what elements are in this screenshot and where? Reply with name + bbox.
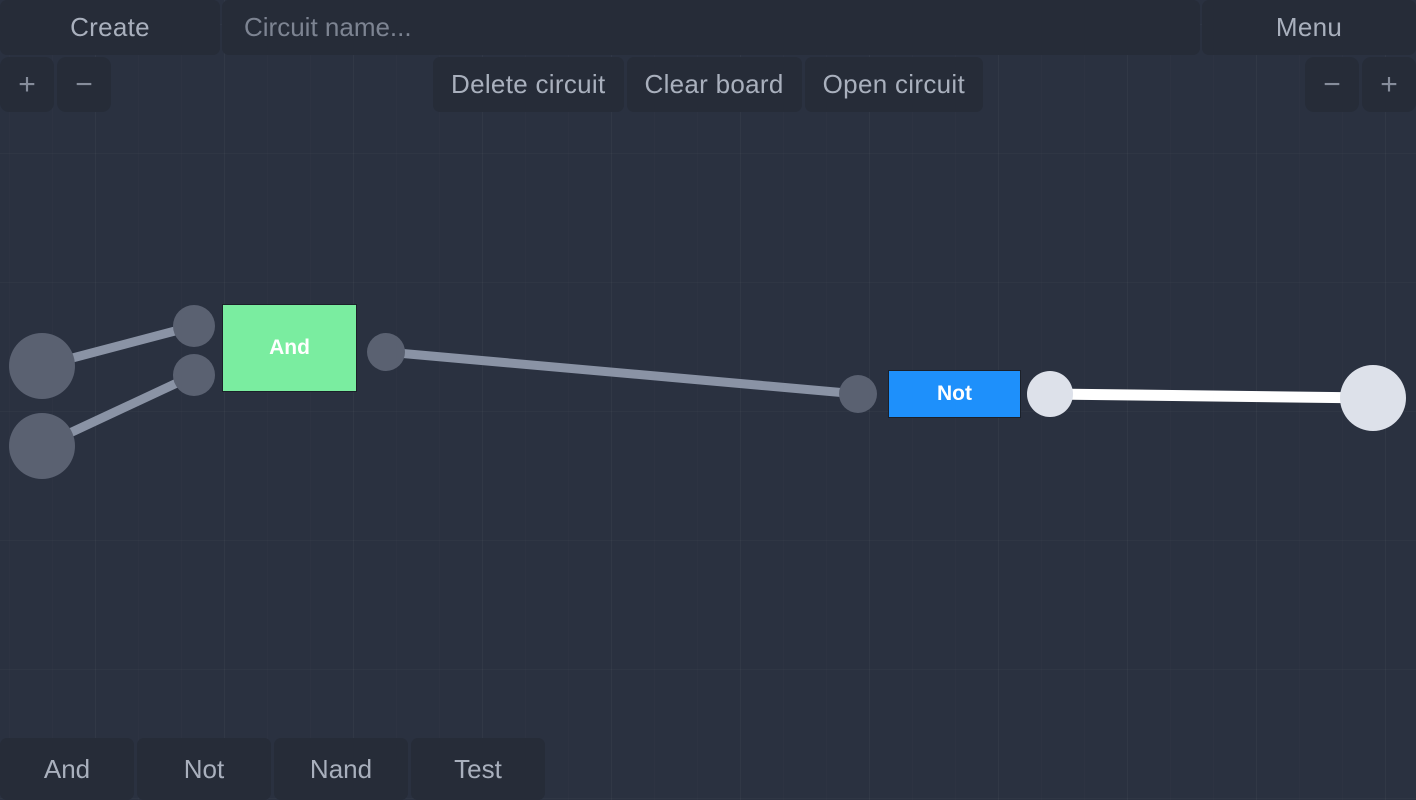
gate-and[interactable]: And <box>222 304 357 392</box>
wire-layer <box>40 321 1374 451</box>
palette-button-test[interactable]: Test <box>411 738 545 800</box>
wire[interactable] <box>385 347 859 399</box>
palette-button-and[interactable]: And <box>0 738 134 800</box>
circuit-node-not-out[interactable] <box>1027 371 1073 417</box>
palette-button-nand[interactable]: Nand <box>274 738 408 800</box>
zoom-in-left-button[interactable]: + <box>0 57 54 112</box>
circuit-node-and-out[interactable] <box>367 333 405 371</box>
gate-not[interactable]: Not <box>888 370 1021 418</box>
circuit-node-in-b[interactable] <box>9 413 75 479</box>
zoom-out-left-button[interactable]: − <box>57 57 111 112</box>
circuit-node-out-final[interactable] <box>1340 365 1406 431</box>
toolbar-spacer-right <box>983 57 1305 112</box>
circuit-node-and-in-2[interactable] <box>173 354 215 396</box>
open-circuit-button[interactable]: Open circuit <box>804 57 983 112</box>
zoom-in-right-button[interactable]: + <box>1362 57 1416 112</box>
palette-spacer <box>548 738 1416 800</box>
toolbar-row-primary: Create Menu <box>0 0 1416 55</box>
toolbar-spacer-left <box>111 57 433 112</box>
palette-button-not[interactable]: Not <box>137 738 271 800</box>
menu-button[interactable]: Menu <box>1202 0 1416 55</box>
create-button[interactable]: Create <box>0 0 220 55</box>
circuit-node-and-in-1[interactable] <box>173 305 215 347</box>
zoom-out-right-button[interactable]: − <box>1305 57 1359 112</box>
wire[interactable] <box>1049 388 1374 404</box>
circuit-node-not-in[interactable] <box>839 375 877 413</box>
delete-circuit-button[interactable]: Delete circuit <box>433 57 624 112</box>
toolbar-row-secondary: + − Delete circuit Clear board Open circ… <box>0 57 1416 112</box>
circuit-name-input[interactable] <box>222 0 1200 55</box>
circuit-node-in-a[interactable] <box>9 333 75 399</box>
clear-board-button[interactable]: Clear board <box>626 57 802 112</box>
